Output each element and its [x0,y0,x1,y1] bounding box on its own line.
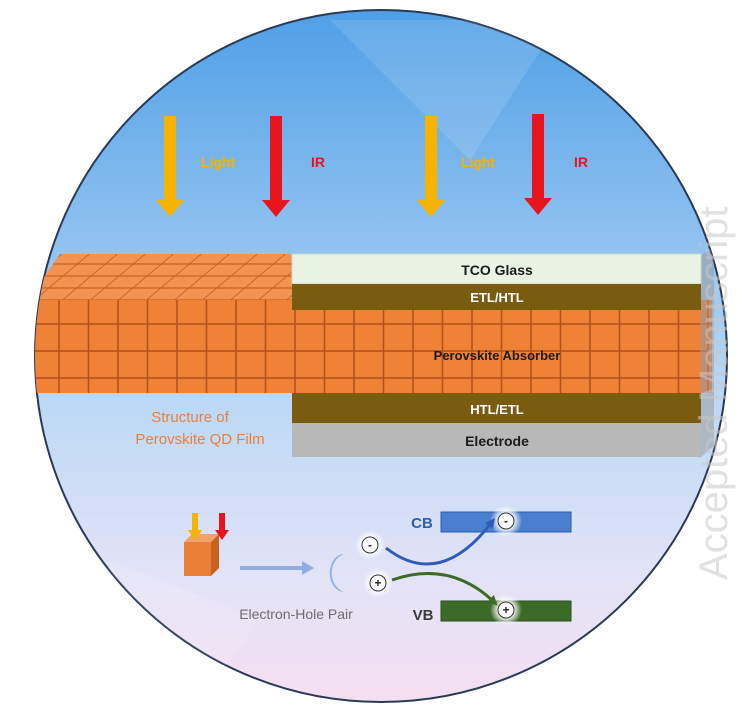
hole-particle: + [363,568,393,598]
cb-electron-symbol: - [504,514,508,528]
electron-excitation-arrow [385,518,496,566]
etl-htl-label: ETL/HTL [470,290,523,305]
stack-side-face [700,246,714,458]
ir-label-left: IR [311,154,325,170]
ir-arrow-right [524,114,552,215]
ir-label-right: IR [574,154,588,170]
htl-etl-layer [292,393,701,423]
htl-etl-label: HTL/ETL [470,402,523,417]
tco-glass-label: TCO Glass [461,262,533,278]
qd-film-caption-line1: Structure of [151,409,229,426]
electron-symbol: - [368,538,372,552]
vb-hole: + [490,594,522,626]
light-label-left: Light [201,154,236,170]
light-label-right: Light [461,154,496,170]
qd-cube [184,534,219,576]
qd-film-top-face [35,254,300,300]
qd-film-caption-line2: Perovskite QD Film [135,431,264,448]
light-arrow-left [156,116,184,217]
crescent-icon [329,554,344,592]
cb-label: CB [411,515,433,532]
vb-label: VB [413,607,434,624]
hole-transfer-arrow [391,572,498,606]
absorber-label: Perovskite Absorber [434,348,561,363]
perovskite-front-face [35,300,712,393]
small-ir-arrow [215,513,229,540]
watermark: Accepted Manuscript [681,20,737,580]
electrode-layer [292,423,701,457]
ir-arrow-left [262,116,290,217]
electron-particle: - [355,530,385,560]
hole-symbol: + [374,576,381,590]
watermark-text: Accepted Manuscript [692,206,736,580]
light-arrow-right [417,116,445,217]
etl-htl-layer [292,284,701,310]
cb-electron: - [490,505,522,537]
device-stack: TCO Glass ETL/HTL Perovskite Absorber HT… [291,253,702,457]
electron-hole-pair-label: Electron-Hole Pair [239,606,353,622]
transfer-arrow [240,561,314,575]
incident-arrows: Light IR Light IR [156,114,588,217]
vb-hole-symbol: + [502,603,509,617]
electrode-label: Electrode [465,433,529,449]
small-light-arrow [188,513,202,540]
